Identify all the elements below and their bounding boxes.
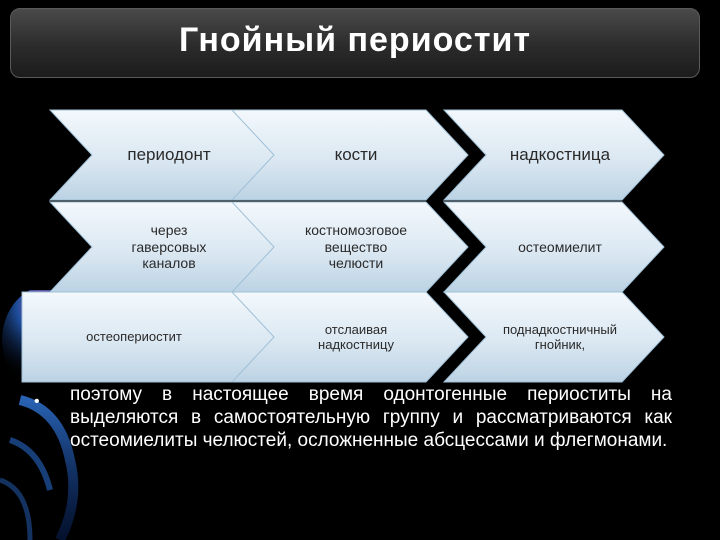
slide-title: Гнойный периостит: [178, 21, 532, 59]
chevron-shape: [442, 109, 665, 201]
title-bar: Гнойный периостит: [10, 8, 700, 78]
chevron-label: остеомиелит: [518, 238, 602, 255]
chevron-shape: [230, 109, 469, 201]
chevron-label: периодонт: [127, 144, 211, 164]
bullet-text: поэтому в настоящее время одонтогенные п…: [70, 384, 672, 451]
chevron-shape: [442, 291, 665, 383]
chevron-label: отслаивая надкостницу: [318, 321, 394, 352]
chevron-label: остеопериостит: [86, 329, 182, 345]
chevron-label: надкостница: [509, 144, 611, 164]
chevron-shape: [230, 291, 469, 383]
bullet-marker: •: [34, 393, 40, 410]
chevron-label: через гаверсовых каналов: [131, 222, 207, 272]
chevron-label: поднадкостничный гнойник,: [502, 321, 618, 352]
chevron-label: костномозговое вещество челюсти: [304, 222, 408, 272]
chevron-label: кости: [334, 144, 378, 164]
